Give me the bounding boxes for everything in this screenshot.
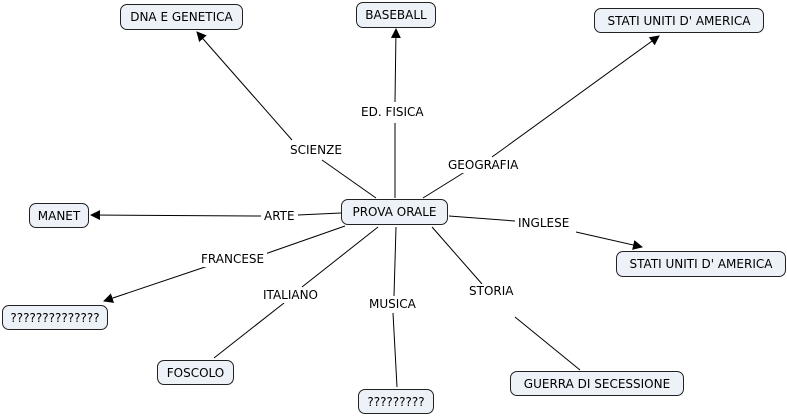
link-label-francese: FRANCESE [198,252,268,267]
edge-francese-target [103,265,209,303]
node-stati-uniti-top[interactable]: STATI UNITI D' AMERICA [594,8,764,33]
edge-italiano-target [213,302,285,359]
node-stati-uniti-right[interactable]: STATI UNITI D' AMERICA [616,251,786,277]
edge-francese-source [264,225,346,255]
link-label-geografia: GEOGRAFIA [445,158,522,173]
node-guerra-di-secessione[interactable]: GUERRA DI SECESSIONE [510,371,684,396]
link-label-scienze: SCIENZE [287,143,345,158]
link-label-italiano: ITALIANO [260,288,322,303]
node-foscolo[interactable]: FOSCOLO [157,360,234,385]
edge-italiano-source [301,226,379,288]
edge-arte-source [297,212,342,216]
link-label-musica: MUSICA [366,297,419,312]
edge-geografia-source [422,169,469,199]
edge-inglese-source [448,215,516,222]
edge-geografia-target [491,35,660,158]
edge-musica-source [393,226,397,297]
node-prova-orale[interactable]: PROVA ORALE [341,199,448,225]
edge-arte-target [90,210,263,221]
node-dna-e-genetica[interactable]: DNA E GENETICA [120,4,243,30]
node-manet[interactable]: MANET [29,203,89,228]
edge-musica-target [392,312,398,388]
link-label-inglese: INGLESE [515,216,573,231]
node-baseball[interactable]: BASEBALL [356,2,436,28]
edge-edfisica-target [390,28,401,103]
edge-inglese-target [575,231,643,250]
link-label-storia: STORIA [466,284,517,299]
edge-scienze-target [196,31,293,141]
edge-storia-source [431,226,483,285]
edge-storia-target [514,316,581,371]
link-label-arte: ARTE [261,209,298,224]
node-question-left[interactable]: ?????????????? [2,305,108,330]
node-question-bottom[interactable]: ????????? [358,389,434,414]
link-label-ed-fisica: ED. FISICA [358,105,427,120]
edge-scienze-source [321,159,377,199]
